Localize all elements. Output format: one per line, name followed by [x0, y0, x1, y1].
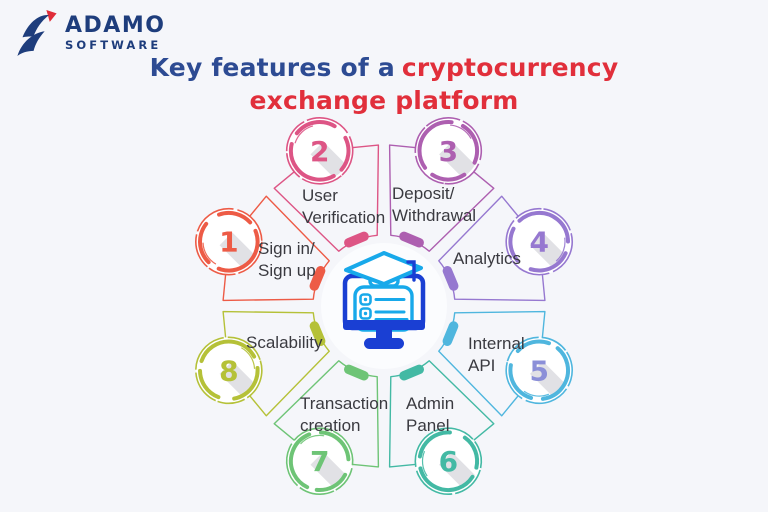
- segment-7-dash: [344, 364, 369, 381]
- segment-1-number-badge: 1: [195, 207, 263, 276]
- segment-1-label: Sign in/Sign up: [258, 239, 316, 280]
- segment-4-label: Analytics: [453, 249, 522, 268]
- segment-6-dash: [399, 364, 424, 381]
- segment-7-number: 7: [310, 445, 329, 478]
- cap-tassel: [406, 260, 416, 282]
- segment-3-number: 3: [439, 135, 458, 168]
- segment-3-dash: [399, 231, 424, 248]
- segment-6-number: 6: [439, 445, 458, 478]
- segment-6-number-badge: 6: [414, 427, 483, 496]
- wheel-dashes: [309, 231, 459, 381]
- title-red-part-2: exchange platform: [249, 86, 519, 115]
- segment-5-number-badge: 5: [505, 336, 574, 405]
- segment-3-label: Deposit/Withdrawal: [392, 184, 477, 225]
- logo-bird-icon: [17, 10, 57, 56]
- segment-8-number: 8: [219, 354, 238, 387]
- segment-5-dash: [442, 321, 459, 346]
- segment-3-number-badge: 3: [414, 117, 483, 185]
- segment-2-number-badge: 2: [285, 117, 354, 185]
- segment-1-dash: [309, 266, 326, 291]
- segment-2-number: 2: [310, 135, 329, 168]
- segment-7-number-badge: 7: [285, 427, 354, 496]
- title-blue-part: Key features of a: [149, 53, 395, 82]
- graduation-cap-icon: [344, 251, 423, 288]
- logo-subname: SOFTWARE: [65, 37, 162, 52]
- logo-name: ADAMO: [65, 12, 166, 38]
- segment-2-dash: [344, 231, 369, 248]
- segment-5-number: 5: [529, 354, 548, 387]
- title-red-part-1: cryptocurrency: [401, 53, 619, 82]
- monitor-graduation-icon: [321, 243, 447, 369]
- wheel-number-badges: 1 2 3 4 5 6 7 8: [195, 117, 574, 496]
- segment-8-number-badge: 8: [195, 336, 263, 405]
- adamo-logo: ADAMO SOFTWARE: [14, 8, 165, 58]
- segment-8-dash: [309, 321, 326, 346]
- monitor-stand: [343, 320, 425, 349]
- segment-4-dash: [442, 266, 459, 291]
- segment-4-number-badge: 4: [505, 207, 574, 276]
- segment-1-number: 1: [219, 226, 238, 259]
- segment-4-number: 4: [529, 226, 548, 259]
- segment-8-label: Scalability: [246, 333, 323, 352]
